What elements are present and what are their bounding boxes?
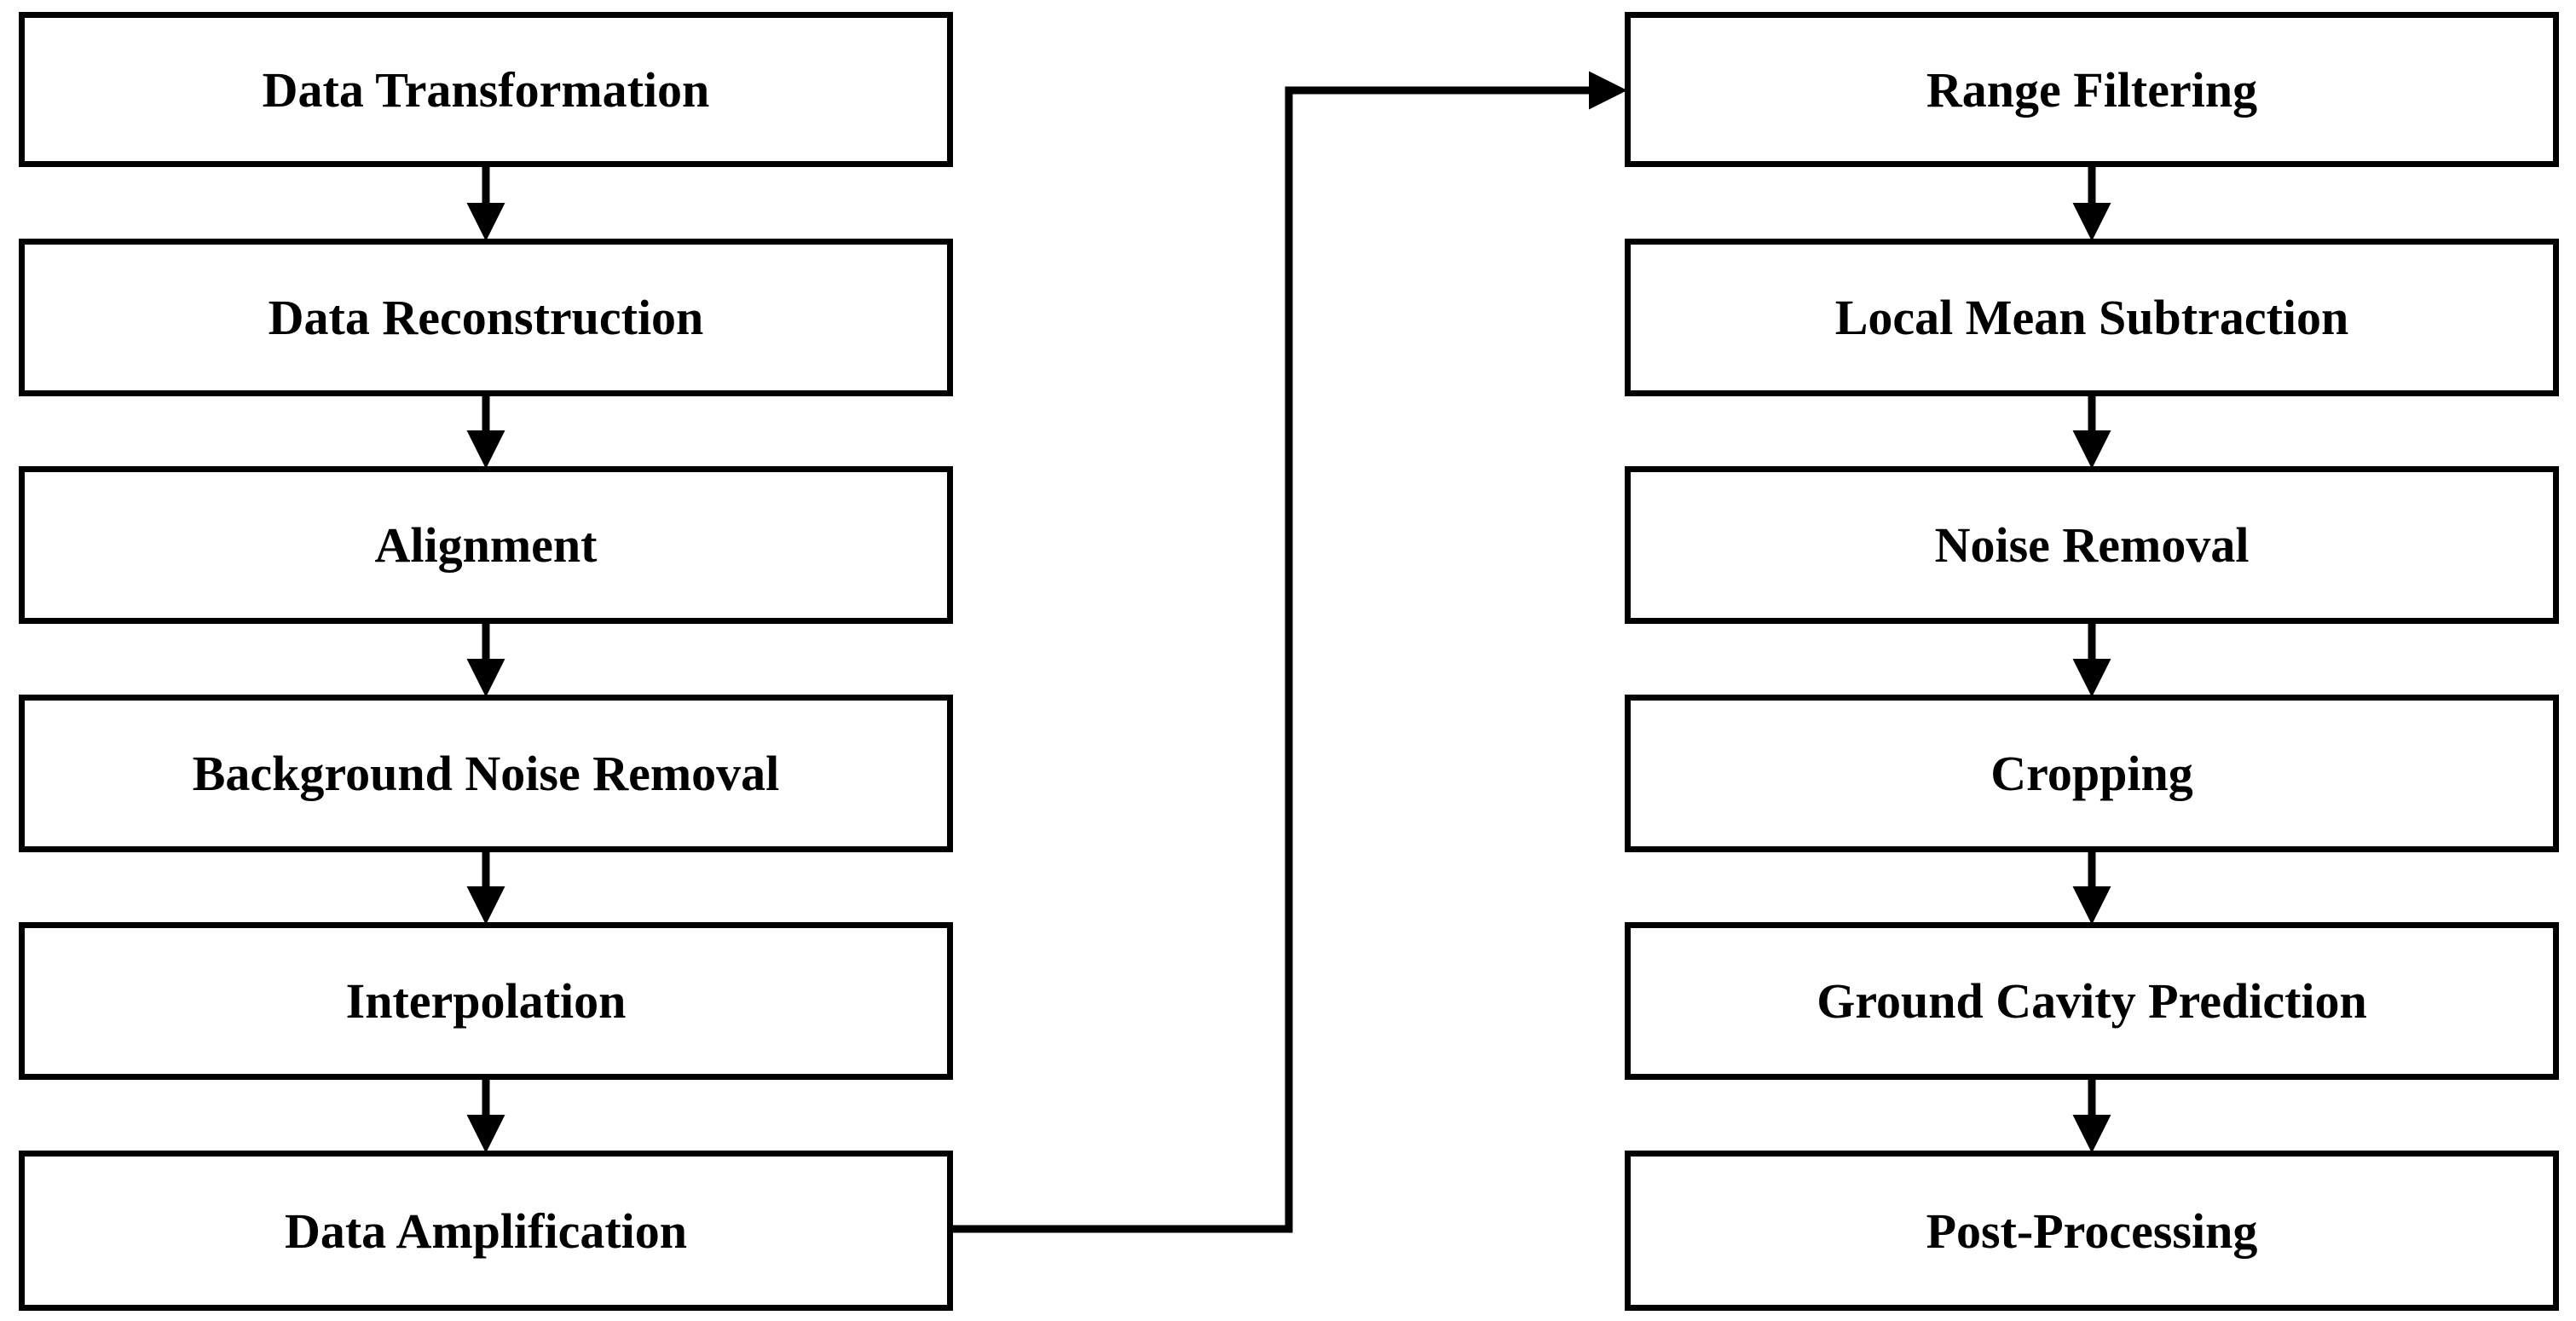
step-label: Local Mean Subtraction <box>1834 290 2349 345</box>
step-background-noise-removal: Background Noise Removal <box>19 695 953 852</box>
step-label: Data Amplification <box>284 1203 688 1259</box>
step-label: Cropping <box>1990 746 2193 801</box>
step-label: Background Noise Removal <box>192 746 780 801</box>
step-data-amplification: Data Amplification <box>19 1151 953 1311</box>
step-label: Post-Processing <box>1926 1203 2258 1259</box>
step-range-filtering: Range Filtering <box>1625 12 2559 167</box>
step-noise-removal: Noise Removal <box>1625 466 2559 624</box>
step-interpolation: Interpolation <box>19 922 953 1080</box>
step-label: Noise Removal <box>1934 517 2250 573</box>
step-label: Interpolation <box>345 973 627 1029</box>
step-post-processing: Post-Processing <box>1625 1151 2559 1311</box>
step-label: Data Reconstruction <box>268 290 704 345</box>
step-label: Ground Cavity Prediction <box>1816 973 2367 1029</box>
step-label: Range Filtering <box>1926 61 2258 118</box>
step-label: Data Transformation <box>262 61 710 118</box>
step-data-reconstruction: Data Reconstruction <box>19 239 953 396</box>
arrow-cross-connector <box>953 71 1627 1233</box>
step-ground-cavity-prediction: Ground Cavity Prediction <box>1625 922 2559 1080</box>
step-alignment: Alignment <box>19 466 953 624</box>
step-local-mean-subtraction: Local Mean Subtraction <box>1625 239 2559 396</box>
step-cropping: Cropping <box>1625 695 2559 852</box>
step-label: Alignment <box>374 517 598 573</box>
step-data-transformation: Data Transformation <box>19 12 953 167</box>
